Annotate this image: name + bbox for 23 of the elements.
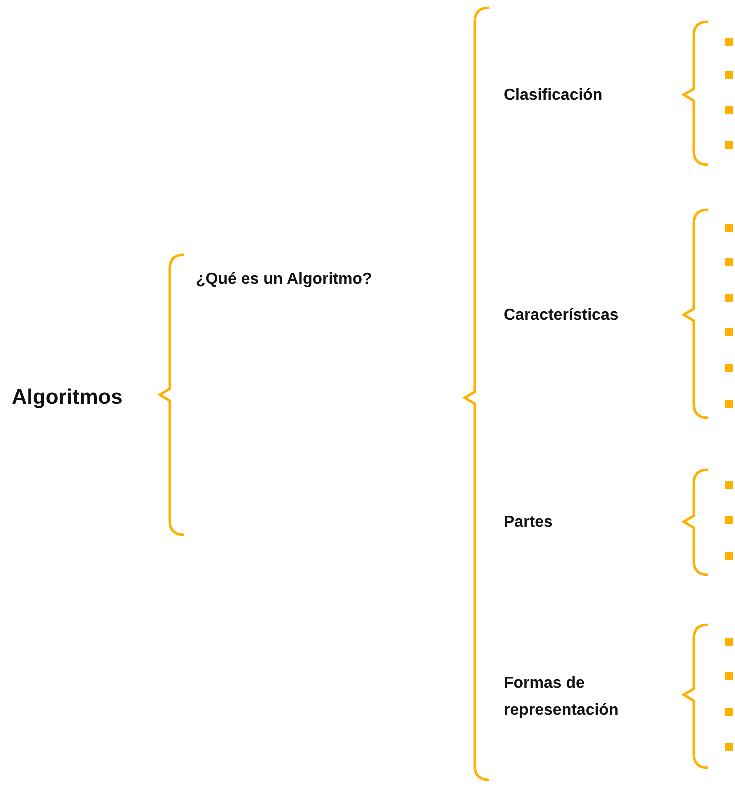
bullet-square <box>725 672 733 680</box>
bullet-square <box>725 400 733 408</box>
bullet-square <box>725 516 733 524</box>
bullet-square <box>725 71 733 79</box>
bullet-square <box>725 481 733 489</box>
bullet-square <box>725 38 733 46</box>
bullet-square <box>725 638 733 646</box>
bullet-square <box>725 743 733 751</box>
bullet-square <box>725 258 733 266</box>
topic-label: Algoritmos <box>12 380 152 416</box>
topic-label: Partes <box>504 509 674 537</box>
bullet-square <box>725 106 733 114</box>
bullet-square <box>725 552 733 560</box>
bullet-square <box>725 364 733 372</box>
bullet-square <box>725 708 733 716</box>
bullet-square <box>725 141 733 149</box>
bullet-square <box>725 328 733 336</box>
bullet-square <box>725 224 733 232</box>
topic-label: Clasificación <box>504 82 674 110</box>
topic-label: Formas de representación <box>504 669 674 725</box>
topic-label: Características <box>504 302 674 330</box>
topic-label: ¿Qué es un Algoritmo? <box>196 266 446 294</box>
bullet-square <box>725 294 733 302</box>
